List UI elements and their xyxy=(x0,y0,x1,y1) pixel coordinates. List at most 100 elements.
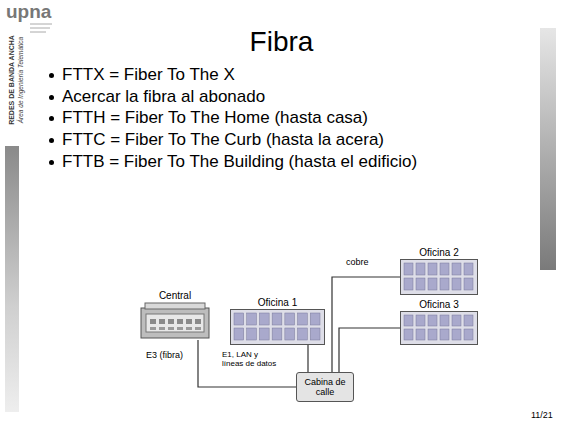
building-window xyxy=(285,313,295,325)
logo-subtitle xyxy=(30,24,52,32)
building-outline xyxy=(231,310,325,345)
building-window xyxy=(416,329,425,340)
building-window xyxy=(428,263,437,275)
equipment-slot xyxy=(168,319,174,324)
node-label: Central xyxy=(140,290,210,302)
building-window xyxy=(404,278,413,290)
building-window xyxy=(247,328,257,340)
bullet-text: FTTH = Fiber To The Home (hasta casa) xyxy=(62,108,368,128)
link-label: E1, LAN y líneas de datos xyxy=(222,350,278,368)
bullet-dot xyxy=(49,116,54,121)
building-window xyxy=(404,315,413,326)
building-window xyxy=(440,329,449,340)
bullet-dot xyxy=(49,160,54,165)
side-bar xyxy=(5,146,19,412)
building-window xyxy=(259,313,269,325)
building-window xyxy=(416,315,425,326)
equipment-slot xyxy=(177,319,183,324)
building-window xyxy=(234,313,244,325)
building-window xyxy=(234,328,244,340)
building-window xyxy=(404,329,413,340)
building-window xyxy=(298,313,308,325)
central-office-picture xyxy=(140,302,210,340)
node-label: Cabina de calle xyxy=(302,377,348,397)
bullet-dot xyxy=(49,73,54,78)
equipment-panel xyxy=(146,314,204,332)
office-building: Oficina 2 xyxy=(400,247,478,295)
office-building-picture xyxy=(230,309,325,345)
building-window xyxy=(440,278,449,290)
building-window xyxy=(464,329,473,340)
building-window xyxy=(428,329,437,340)
bullet-text: Acercar la fibra al abonado xyxy=(62,87,265,107)
building-window xyxy=(440,315,449,326)
office-building-picture xyxy=(400,311,478,345)
building-window xyxy=(298,328,308,340)
bullet-text: FTTB = Fiber To The Building (hasta el e… xyxy=(62,152,417,172)
equipment-slot xyxy=(159,319,165,324)
building-outline xyxy=(401,312,478,345)
building-window xyxy=(285,328,295,340)
bullet-dot xyxy=(49,138,54,143)
side-title: REDES DE BANDA ANCHA xyxy=(7,20,16,140)
shape-outline xyxy=(400,259,478,295)
equipment-slot xyxy=(150,327,156,330)
building-outline xyxy=(401,260,478,295)
building-window xyxy=(452,315,461,326)
link-label: E3 (fibra) xyxy=(146,350,183,360)
building-window xyxy=(452,278,461,290)
equipment-slot xyxy=(195,327,201,330)
street-cabinet: Cabina de calle xyxy=(296,372,354,402)
equipment-slot xyxy=(186,319,192,324)
equipment-slot xyxy=(195,319,201,324)
building-window xyxy=(310,313,320,325)
cable-line xyxy=(332,277,400,372)
page-number: 11/21 xyxy=(531,410,553,420)
building-window xyxy=(247,313,257,325)
shape-outline xyxy=(230,309,325,345)
building-window xyxy=(259,328,269,340)
bullet-text: FTTC = Fiber To The Curb (hasta la acera… xyxy=(62,130,384,150)
building-window xyxy=(464,315,473,326)
shape-outline xyxy=(400,311,478,345)
office-building: Oficina 1 xyxy=(230,297,325,345)
central-office: Central xyxy=(140,290,210,340)
building-window xyxy=(440,263,449,275)
office-building: Oficina 3 xyxy=(400,299,478,345)
equipment-slot xyxy=(177,327,183,330)
equipment-slot xyxy=(186,327,192,330)
side-subtitle: Área de Ingeniería Telemática xyxy=(16,20,25,140)
bullet-dot xyxy=(49,95,54,100)
equipment-body xyxy=(141,308,209,338)
side-caption: REDES DE BANDA ANCHAÁrea de Ingeniería T… xyxy=(7,20,25,140)
building-window xyxy=(416,263,425,275)
link-label: cobre xyxy=(346,257,369,267)
node-label: Oficina 1 xyxy=(230,297,325,309)
cable-line xyxy=(198,340,296,387)
building-window xyxy=(452,263,461,275)
equipment-slot xyxy=(168,327,174,330)
shape-outline xyxy=(140,302,210,340)
equipment-slot xyxy=(159,327,165,330)
logo-text: upna xyxy=(6,1,51,23)
side-bar xyxy=(540,28,556,270)
building-window xyxy=(272,313,282,325)
building-window xyxy=(428,315,437,326)
cable-line xyxy=(307,345,308,372)
building-window xyxy=(464,263,473,275)
building-window xyxy=(464,278,473,290)
office-building-picture xyxy=(400,259,478,295)
slide-title: Fibra xyxy=(0,26,563,58)
building-window xyxy=(310,328,320,340)
building-window xyxy=(416,278,425,290)
bullet-text: FTTX = Fiber To The X xyxy=(62,65,235,85)
node-label: Oficina 3 xyxy=(400,299,478,311)
equipment-slot xyxy=(150,319,156,324)
equipment-top xyxy=(145,303,205,309)
building-window xyxy=(404,263,413,275)
building-window xyxy=(272,328,282,340)
cable-line xyxy=(339,328,400,372)
